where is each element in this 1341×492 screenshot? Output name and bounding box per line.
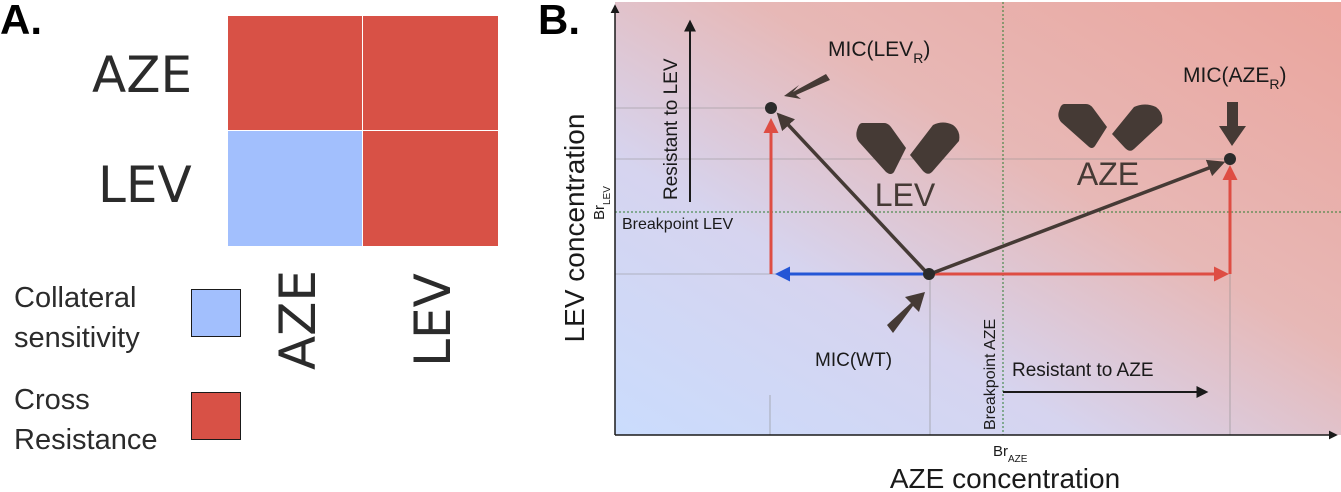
- breakpoint-lev-label: Breakpoint LEV: [622, 216, 734, 233]
- cell-lev-aze: [228, 131, 363, 246]
- legend-label-collateral: Collateral sensitivity: [14, 282, 140, 354]
- pill-icon-aze: [1058, 104, 1163, 151]
- panel-b-letter: B.: [538, 0, 580, 43]
- br-aze-label: BrAZE: [993, 443, 1028, 465]
- pill-icon-lev: [856, 122, 960, 174]
- breakpoint-aze-label: Breakpoint AZE: [982, 319, 999, 430]
- cell-aze-lev: [363, 16, 498, 131]
- dark-arrow-to-lev: [776, 112, 930, 276]
- mic-wt-point: [923, 268, 935, 280]
- legend-swatch-collateral: [191, 289, 241, 337]
- drug-label-aze: AZE: [1077, 156, 1139, 192]
- mic-aze-point: [1224, 153, 1236, 165]
- mic-lev-point: [765, 102, 777, 114]
- mic-wt-label: MIC(WT): [815, 350, 892, 371]
- x-axis-label: AZE concentration: [890, 463, 1120, 492]
- plot-background: [615, 2, 1341, 435]
- y-axis-label: LEV concentration: [559, 114, 590, 343]
- mic-aze-label: MIC(AZER): [1183, 64, 1286, 92]
- row-label-aze: AZE: [92, 46, 193, 104]
- mic-lev-label: MIC(LEVR): [828, 38, 930, 66]
- cell-lev-lev: [363, 131, 498, 246]
- row-label-lev: LEV: [98, 156, 192, 214]
- heatmap: [228, 16, 498, 246]
- pointer-arrow-mic-aze: [1219, 102, 1246, 146]
- resistant-to-lev-label: Resistant to LEV: [661, 58, 682, 200]
- legend-swatch-cross: [191, 392, 241, 440]
- pointer-arrows: [784, 74, 1246, 333]
- legend-label-cross: Cross Resistance: [14, 384, 158, 456]
- cell-aze-aze: [228, 16, 363, 131]
- pointer-arrow-mic-wt: [887, 292, 925, 333]
- resistant-to-aze-label: Resistant to AZE: [1012, 360, 1154, 381]
- panel-a-letter: A.: [0, 0, 42, 43]
- br-lev-label: BrLEV: [591, 186, 613, 220]
- pointer-arrow-mic-lev: [784, 74, 830, 99]
- dark-arrow-to-aze: [929, 159, 1226, 276]
- drug-label-lev: LEV: [875, 177, 936, 213]
